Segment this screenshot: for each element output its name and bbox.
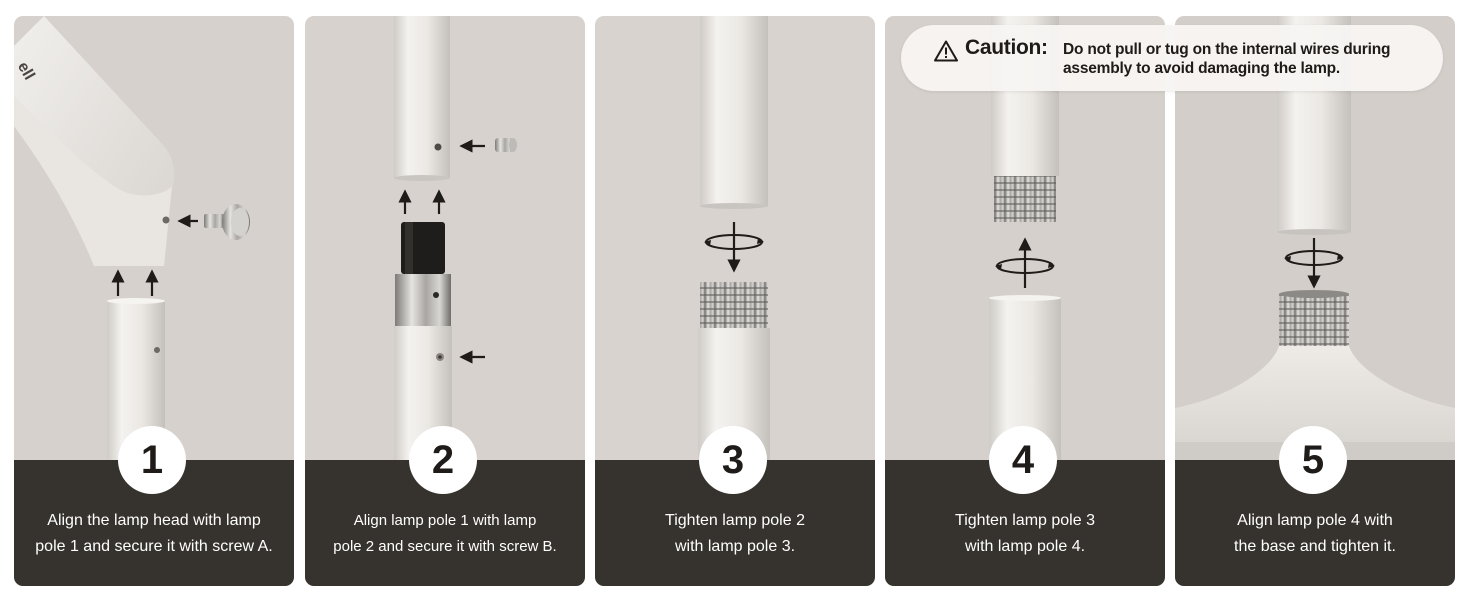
step-number-badge: 1: [118, 426, 186, 494]
caption-line: Align lamp pole 1 with lamp: [353, 512, 537, 529]
caution-line: Do not pull or tug on the internal wires…: [1063, 41, 1391, 58]
metal-sleeve: [395, 274, 451, 326]
step-panel-5: 5 Align lamp pole 4 with the base and ti…: [1175, 16, 1455, 586]
screw-hole: [162, 216, 170, 224]
caption-line: with lamp pole 3.: [674, 538, 796, 555]
step-3-illustration: [698, 16, 770, 460]
caption-line: Tighten lamp pole 2: [665, 512, 805, 529]
caption-line: pole 1 and secure it with screw A.: [35, 538, 273, 555]
step-number-badge: 3: [699, 426, 767, 494]
rotate-up-icon: [995, 237, 1055, 288]
step-caption: Align lamp pole 1 with lamp pole 2 and s…: [315, 508, 575, 560]
screw-hole: [154, 347, 160, 353]
step-number-badge: 4: [989, 426, 1057, 494]
screw-hole: [434, 143, 442, 151]
threaded-connector: [700, 282, 768, 328]
step-number-badge: 2: [409, 426, 477, 494]
caution-line: assembly to avoid damaging the lamp.: [1063, 60, 1341, 77]
step-panel-2: 2 Align lamp pole 1 with lamp pole 2 and…: [305, 16, 585, 586]
rotate-down-icon: [1284, 238, 1344, 289]
caption-line: Align the lamp head with lamp: [47, 512, 261, 529]
svg-text:ell: ell: [14, 59, 38, 83]
caution-banner: Caution: Do not pull or tug on the inter…: [901, 25, 1443, 91]
lamp-pole-1: [394, 16, 450, 178]
caption-line: pole 2 and secure it with screw B.: [333, 538, 557, 555]
caption-line: Tighten lamp pole 3: [955, 512, 1095, 529]
caution-text: Do not pull or tug on the internal wires…: [1063, 40, 1433, 78]
step-1-illustration: ell: [14, 16, 250, 460]
caution-title: Caution:: [965, 36, 1048, 59]
threaded-connector: [994, 176, 1056, 222]
lamp-base: [1175, 346, 1455, 460]
caption-line: Align lamp pole 4 with: [1237, 512, 1393, 529]
step-panel-4: 4 Tighten lamp pole 3 with lamp pole 4.: [885, 16, 1165, 586]
warning-triangle-icon: [934, 40, 958, 62]
step-panel-3: 3 Tighten lamp pole 2 with lamp pole 3.: [595, 16, 875, 586]
caption-line: the base and tighten it.: [1234, 538, 1396, 555]
screw-a: [204, 214, 224, 228]
rotate-down-icon: [704, 222, 764, 273]
step-caption: Align the lamp head with lamp pole 1 and…: [24, 508, 284, 560]
step-caption: Tighten lamp pole 2 with lamp pole 3.: [605, 508, 865, 560]
screw-hole: [433, 292, 439, 298]
screw-b: [495, 138, 513, 152]
step-caption: Tighten lamp pole 3 with lamp pole 4.: [895, 508, 1155, 560]
step-2-illustration: [394, 16, 517, 460]
step-panel-1: ell 1 Align the lamp head with lamp pole…: [14, 16, 294, 586]
step-number-badge: 5: [1279, 426, 1347, 494]
step-caption: Align lamp pole 4 with the base and tigh…: [1185, 508, 1445, 560]
caption-line: with lamp pole 4.: [964, 538, 1086, 555]
threaded-connector: [1279, 294, 1349, 346]
lamp-pole-2: [700, 16, 768, 206]
